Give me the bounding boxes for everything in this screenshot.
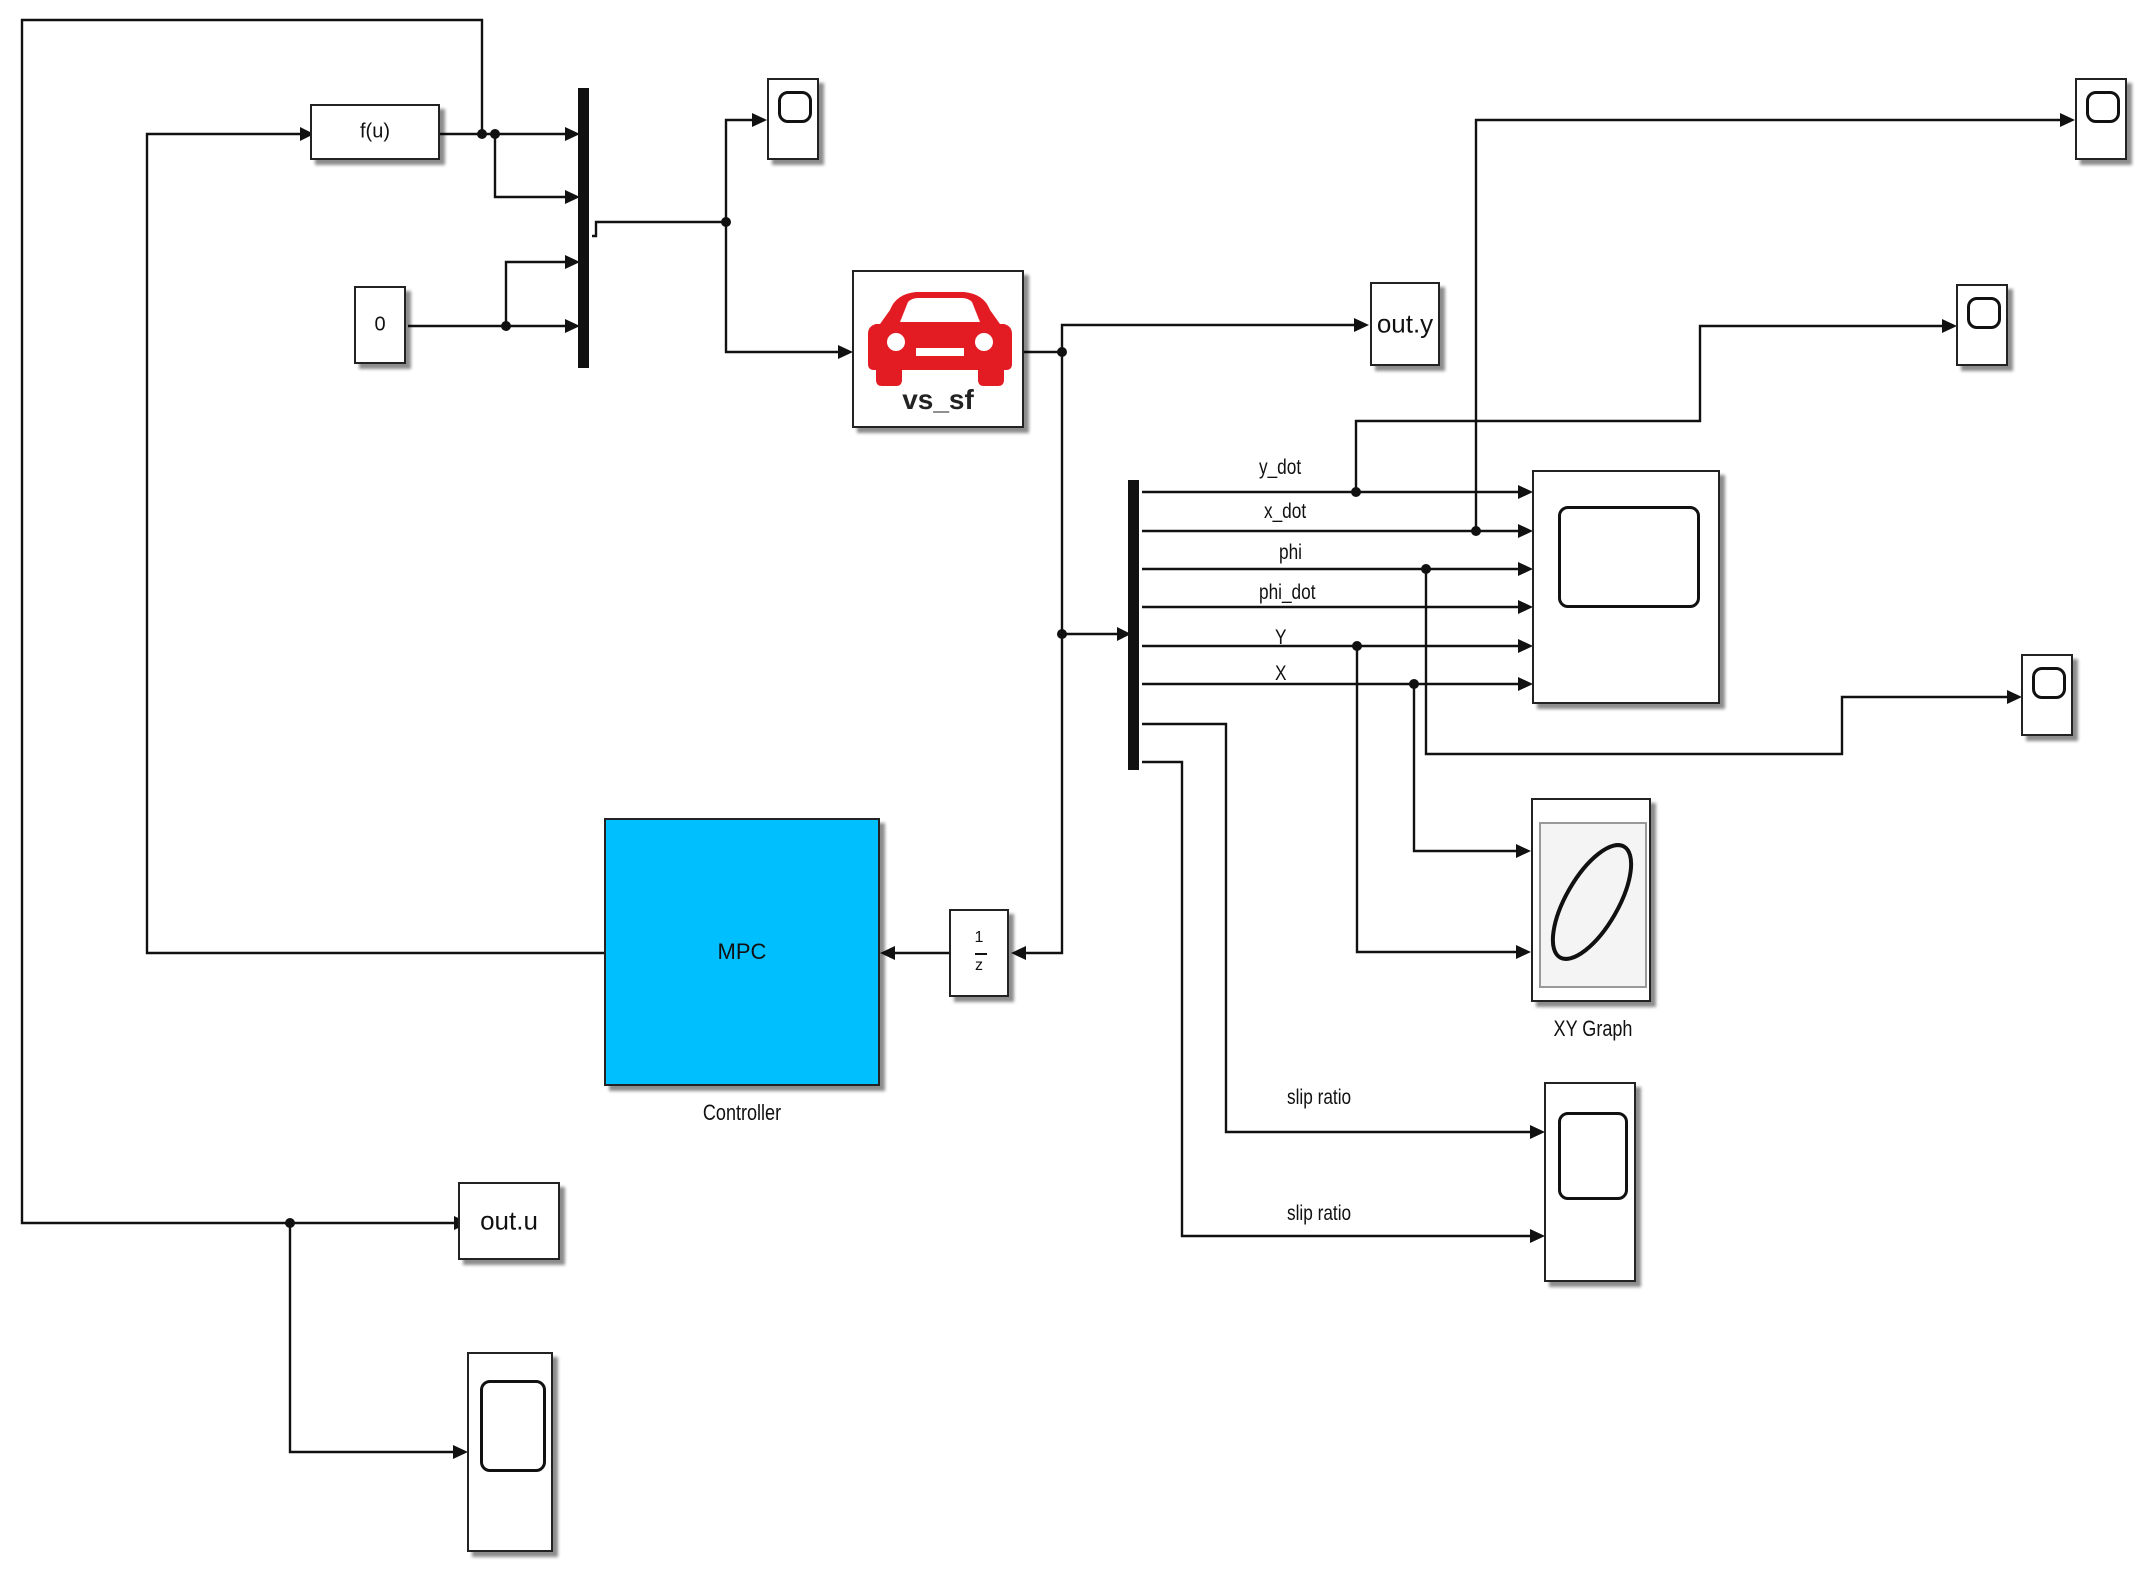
out-y-block[interactable]: out.y: [1370, 282, 1440, 366]
vehicle-label: vs_sf: [902, 384, 974, 415]
scope-input[interactable]: [767, 78, 819, 160]
wire-fcn-to-mux1-in2: [493, 134, 565, 199]
scope-x-dot[interactable]: [2075, 78, 2127, 160]
wire-mux1-to-scope: [724, 118, 752, 222]
scope-icon: [2032, 667, 2066, 699]
scope-control[interactable]: [467, 1352, 553, 1552]
fcn-label: f(u): [360, 120, 390, 143]
scope-icon: [1558, 1112, 1628, 1200]
constant-label: 0: [374, 313, 386, 336]
controller-caption: Controller: [702, 1100, 782, 1125]
mpc-label: MPC: [717, 939, 767, 964]
out-y-label: out.y: [1376, 308, 1434, 339]
signal-label-Y: Y: [1275, 626, 1287, 649]
wire-y_dot-to-scope: [1354, 324, 1942, 492]
wire-Y-to-xy: [1355, 646, 1516, 954]
mpc-controller-block[interactable]: MPC: [604, 818, 880, 1086]
delay-denominator: z: [975, 957, 983, 974]
scope-phi[interactable]: [2021, 654, 2073, 736]
constant-block[interactable]: 0: [354, 286, 406, 364]
xy-graph-block[interactable]: [1531, 798, 1651, 1002]
wire-mux1-out: [592, 220, 726, 238]
wire-const-to-mux1-in3: [504, 260, 565, 326]
scope-icon: [1967, 297, 2001, 329]
wire-slip1: [1142, 722, 1530, 1134]
wire-to-bottom-scope: [288, 1223, 453, 1454]
scope-icon: [480, 1380, 546, 1472]
vehicle-block[interactable]: vs_sf: [852, 270, 1024, 428]
wire-controller-to-fcn: [145, 132, 604, 955]
out-u-label: out.u: [480, 1205, 538, 1236]
wire-vehicle-to-outy: [1060, 323, 1354, 352]
wire-X-to-xy: [1412, 684, 1516, 853]
out-u-block[interactable]: out.u: [458, 1182, 560, 1260]
signal-label-slip-ratio-2: slip ratio: [1287, 1202, 1352, 1225]
fcn-block[interactable]: f(u): [310, 104, 440, 160]
car-icon: [868, 292, 1012, 386]
signal-label-X: X: [1275, 662, 1287, 685]
delay-numerator: 1: [974, 929, 984, 946]
scope-icon: [778, 91, 812, 123]
signal-label-phi: phi: [1279, 541, 1302, 564]
wire-x_dot-to-scope: [1474, 118, 2060, 531]
demux-states[interactable]: [1128, 480, 1139, 770]
wire-vehicle-to-mux2-and-delay: [1026, 352, 1064, 955]
unit-delay-block[interactable]: 1 z: [949, 909, 1009, 997]
scope-y-dot[interactable]: [1956, 284, 2008, 366]
delay-fraction-bar: [975, 953, 987, 955]
scope-icon: [2086, 91, 2120, 123]
signal-label-x-dot: x_dot: [1264, 500, 1307, 523]
signal-label-slip-ratio-1: slip ratio: [1287, 1086, 1352, 1109]
scope-states[interactable]: [1532, 470, 1720, 704]
wire-phi-to-scope: [1424, 569, 2007, 756]
wire-top-loop: [20, 18, 484, 1225]
wire-mux1-to-vehicle: [724, 222, 838, 354]
signal-label-phi-dot: phi_dot: [1259, 581, 1316, 604]
xy-graph-icon: [1550, 843, 1634, 961]
scope-slip-ratio[interactable]: [1544, 1082, 1636, 1282]
xy-graph-caption: XY Graph: [1553, 1016, 1633, 1041]
wire-slip2: [1142, 760, 1530, 1238]
mux-input[interactable]: [578, 88, 589, 368]
scope-icon: [1558, 506, 1700, 608]
signal-label-y-dot: y_dot: [1259, 456, 1302, 479]
